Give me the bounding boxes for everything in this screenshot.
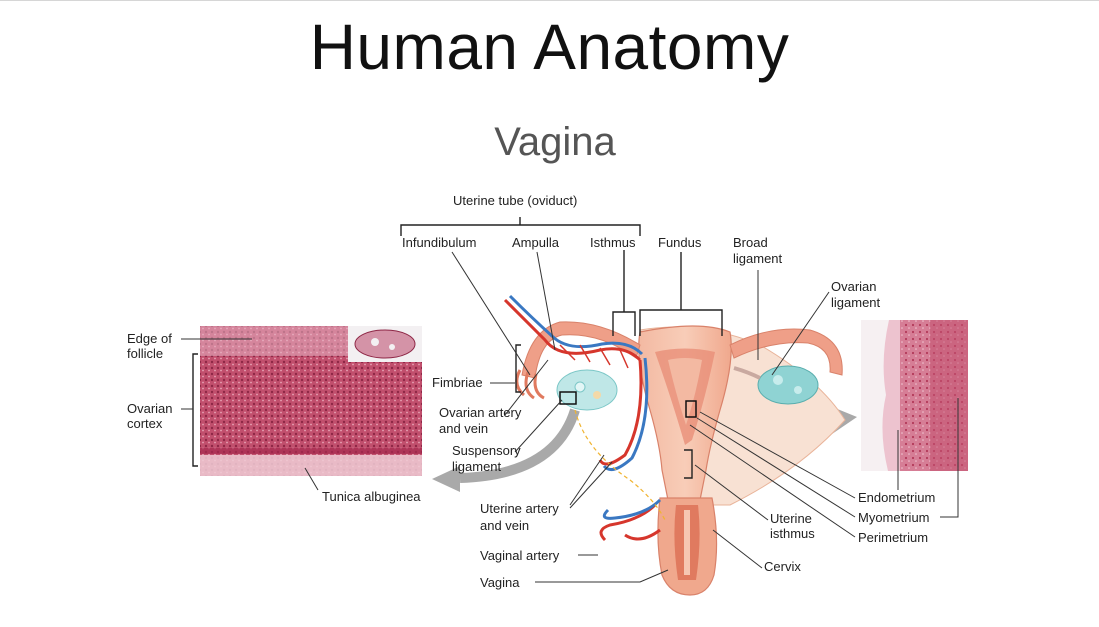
label-vaginal-artery: Vaginal artery: [480, 548, 560, 563]
ovarian-ligament-line: [733, 366, 761, 380]
label-ovarian-ligament-line2: ligament: [831, 295, 881, 310]
label-uterine-tube: Uterine tube (oviduct): [453, 193, 577, 208]
label-broad-ligament-line1: Broad: [733, 235, 768, 250]
label-uterine-artery-line1: Uterine artery: [480, 501, 559, 516]
slide-title: Human Anatomy: [309, 11, 790, 83]
uterus-sample-box: [685, 400, 697, 418]
label-ampulla: Ampulla: [512, 235, 560, 250]
top-divider: [0, 0, 1099, 1]
ovary-sample-box: [559, 391, 577, 405]
fimbriae-bracket: [515, 344, 521, 393]
label-infundibulum: Infundibulum: [402, 235, 476, 250]
label-ovarian-ligament-line1: Ovarian: [831, 279, 877, 294]
leader-lines: [181, 251, 959, 583]
arrow-to-ovary-micrograph: [432, 408, 580, 492]
label-perimetrium: Perimetrium: [858, 530, 928, 545]
left-ovary: [556, 369, 618, 411]
label-tunica-albuginea: Tunica albuginea: [322, 489, 421, 504]
label-edge-of-follicle-line2: follicle: [127, 346, 163, 361]
right-ovary: [757, 365, 819, 405]
label-uterine-isthmus-line2: isthmus: [770, 526, 815, 541]
label-ovarian-cortex-line1: Ovarian: [127, 401, 173, 416]
fundus-bracket: [639, 252, 723, 336]
label-suspensory-ligament-line2: ligament: [452, 459, 502, 474]
label-endometrium: Endometrium: [858, 490, 935, 505]
label-isthmus: Isthmus: [590, 235, 636, 250]
ovarian-cortex-micrograph: [200, 326, 422, 476]
label-uterine-artery-line2: and vein: [480, 518, 529, 533]
label-vagina: Vagina: [480, 575, 520, 590]
label-broad-ligament-line2: ligament: [733, 251, 783, 266]
isthmus-bracket: [612, 250, 636, 336]
cortex-bracket: [192, 353, 198, 467]
ovary-inset: [348, 326, 422, 362]
label-uterine-isthmus-line1: Uterine: [770, 511, 812, 526]
label-cervix: Cervix: [764, 559, 801, 574]
label-suspensory-ligament-line1: Suspensory: [452, 443, 521, 458]
uterus: [638, 325, 732, 596]
label-myometrium: Myometrium: [858, 510, 930, 525]
uterine-wall-micrograph: [861, 320, 968, 471]
label-ovarian-artery-line2: and vein: [439, 421, 488, 436]
uterine-tube-bracket: [400, 217, 641, 236]
dashed-outline: [574, 409, 666, 521]
label-edge-of-follicle-line1: Edge of: [127, 331, 172, 346]
label-ovarian-artery-line1: Ovarian artery: [439, 405, 522, 420]
uterine-isthmus-bracket: [684, 449, 693, 479]
slide-subtitle: Vagina: [494, 120, 616, 164]
blood-vessels: [503, 294, 662, 542]
label-fimbriae: Fimbriae: [432, 375, 483, 390]
label-ovarian-cortex-line2: cortex: [127, 416, 163, 431]
label-fundus: Fundus: [658, 235, 702, 250]
